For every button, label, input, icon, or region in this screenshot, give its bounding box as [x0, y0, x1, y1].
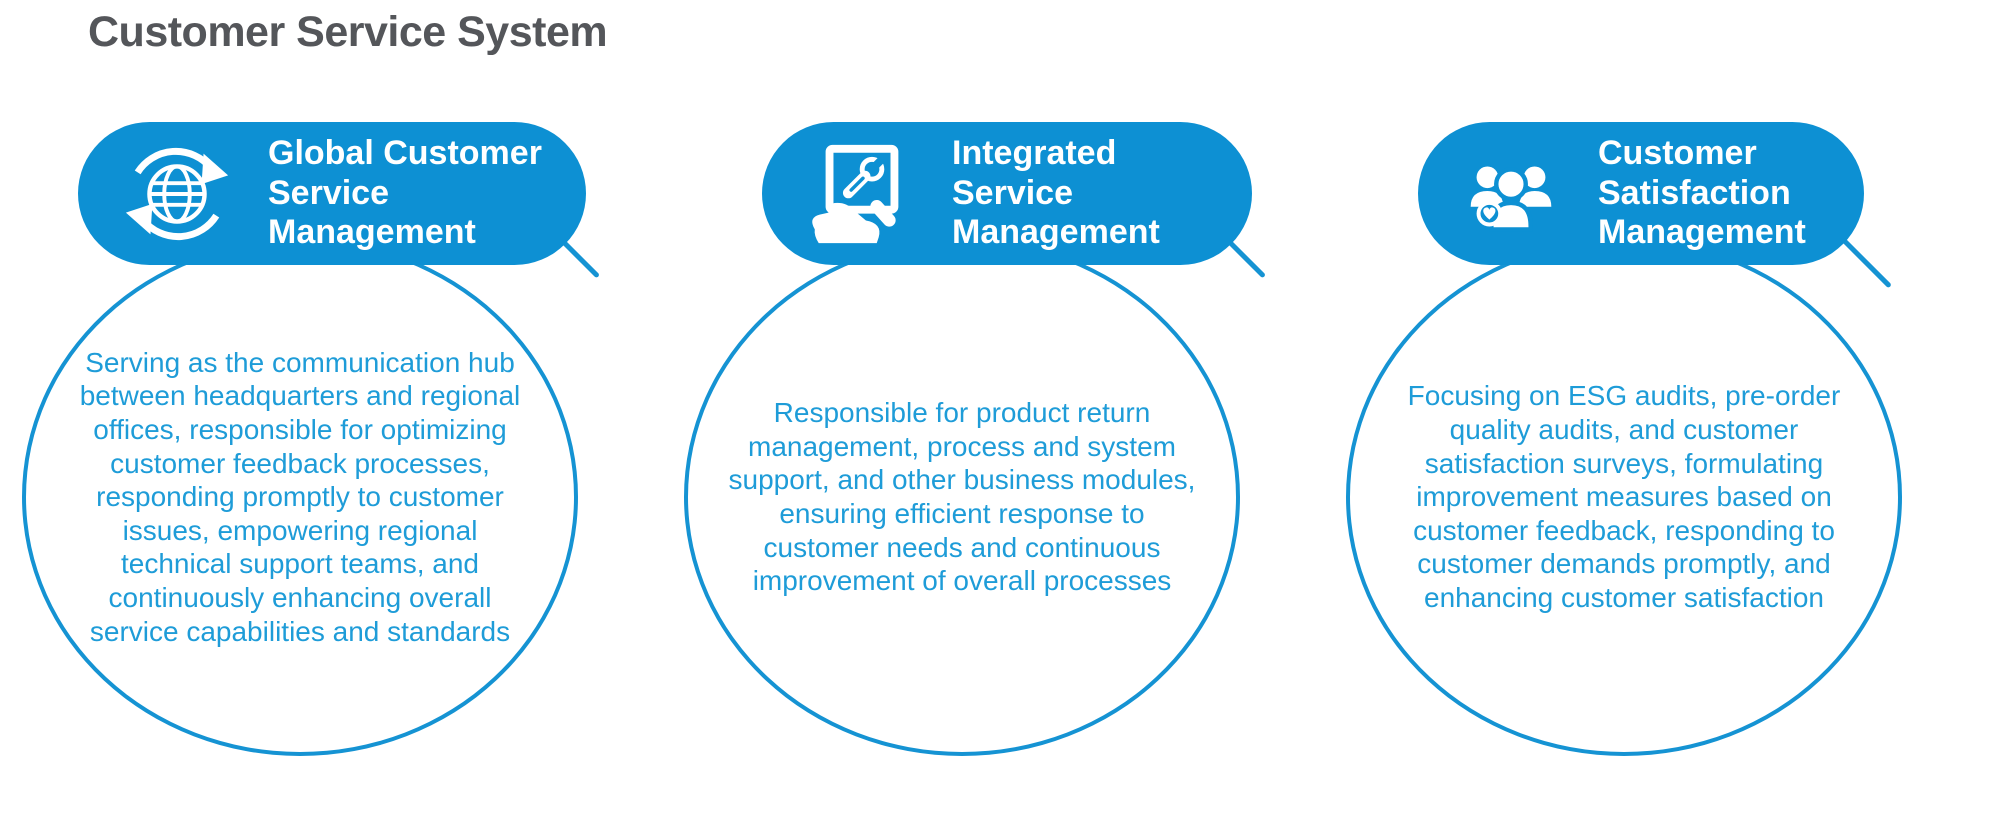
- people-heart-icon: [1470, 165, 1552, 232]
- card-title: Customer Satisfaction Management: [1598, 134, 1806, 253]
- card-title-line: Global Customer: [268, 133, 542, 172]
- card-header-pill: Integrated Service Management: [762, 122, 1252, 265]
- card-title-line: Integrated: [952, 133, 1117, 172]
- card-title-line: Customer: [1598, 133, 1757, 172]
- card-title-line: Satisfaction: [1598, 173, 1791, 212]
- card-title: Global Customer Service Management: [268, 134, 542, 253]
- hand-wrench-icon: [812, 144, 899, 243]
- card-title-line: Management: [268, 213, 476, 252]
- card-header-pill: Global Customer Service Management: [78, 122, 586, 265]
- description-area: Focusing on ESG audits, pre-order qualit…: [1346, 238, 1902, 756]
- description-area: Serving as the communication hub between…: [22, 238, 578, 756]
- card-title-line: Service: [268, 173, 389, 212]
- card-customer-satisfaction: Focusing on ESG audits, pre-order qualit…: [1334, 90, 1994, 830]
- card-title: Integrated Service Management: [952, 134, 1160, 253]
- card-integrated-service: Responsible for product return managemen…: [672, 90, 1332, 830]
- card-global-customer-service: Serving as the communication hub between…: [10, 90, 670, 830]
- card-title-line: Service: [952, 173, 1073, 212]
- globe-sync-icon: [125, 147, 229, 240]
- card-title-line: Management: [1598, 213, 1806, 252]
- description-area: Responsible for product return managemen…: [684, 238, 1240, 756]
- card-description: Serving as the communication hub between…: [79, 346, 521, 647]
- page-title: Customer Service System: [88, 8, 608, 56]
- card-description: Responsible for product return managemen…: [728, 397, 1196, 597]
- card-header-pill: Customer Satisfaction Management: [1418, 122, 1864, 265]
- card-description: Focusing on ESG audits, pre-order qualit…: [1407, 380, 1841, 613]
- card-title-line: Management: [952, 213, 1160, 252]
